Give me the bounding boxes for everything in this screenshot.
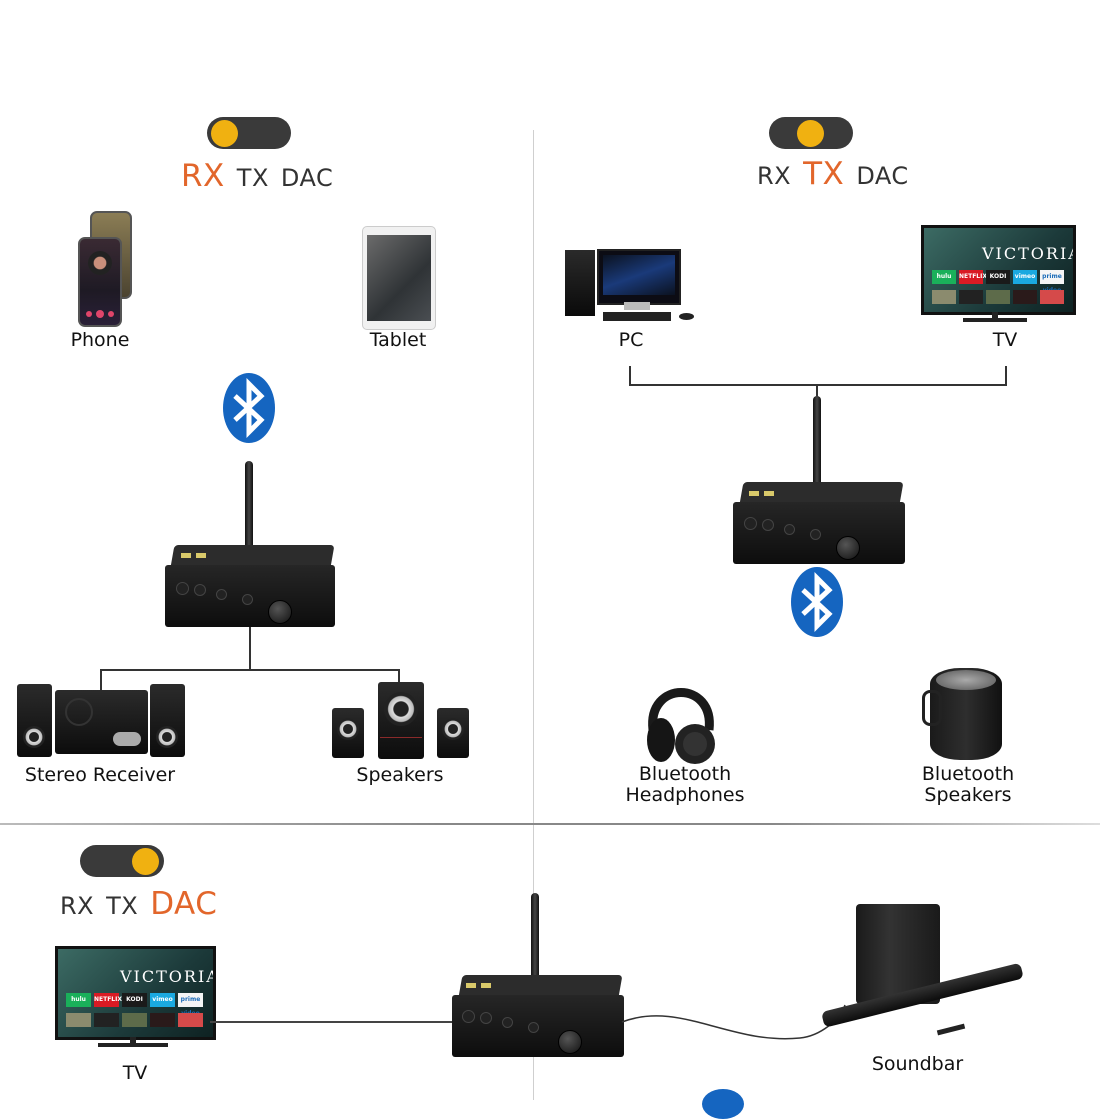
tablet-icon	[362, 226, 436, 330]
bluetooth-icon	[702, 1089, 744, 1119]
label-line: Bluetooth	[921, 763, 1015, 785]
connector-line	[249, 627, 251, 671]
connector-line	[100, 669, 400, 671]
panel-divider-horizontal	[0, 823, 1100, 825]
toggle-knob	[211, 120, 238, 147]
connector-line	[398, 669, 400, 683]
app-tile: vimeo	[150, 993, 175, 1007]
mode-label-rx-active: RX	[181, 158, 225, 194]
tv-title: VICTORIA	[120, 967, 216, 986]
app-tile: vimeo	[1013, 270, 1037, 284]
source-label-tv: TV	[992, 329, 1018, 351]
app-tile: prime video	[1040, 270, 1064, 294]
source-label-phone: Phone	[70, 329, 130, 351]
tv-title: VICTORIA	[982, 244, 1076, 263]
source-label-tablet: Tablet	[369, 329, 427, 351]
mode-labels-tx: RX TX DAC	[757, 156, 921, 192]
mode-toggle-rx[interactable]	[207, 117, 291, 149]
app-tile: hulu	[932, 270, 956, 284]
cable	[621, 1004, 846, 1040]
connector-line	[100, 669, 102, 691]
output-label-stereo-receiver: Stereo Receiver	[24, 764, 176, 786]
app-tile: NETFLIX	[959, 270, 987, 284]
mode-label-dac: DAC	[280, 164, 334, 192]
mode-label-dac-active: DAC	[150, 886, 218, 922]
connector-line	[629, 384, 1007, 386]
mode-label-tx: TX	[236, 164, 269, 192]
panel-divider-vertical	[533, 130, 534, 1100]
antenna	[245, 461, 253, 561]
mode-labels-rx: RX TX DAC	[181, 158, 345, 194]
bluetooth-icon	[791, 567, 843, 637]
app-tile: NETFLIX	[94, 993, 122, 1007]
mode-label-rx: RX	[60, 892, 95, 920]
connector-line	[629, 366, 631, 386]
mode-labels-dac: RX TX DAC	[60, 886, 229, 922]
app-tile: KODI	[122, 993, 147, 1007]
label-line: Headphones	[625, 784, 745, 806]
connector-line	[1005, 366, 1007, 386]
mode-label-rx: RX	[757, 162, 792, 190]
headphones-icon	[647, 688, 715, 764]
toggle-knob	[797, 120, 824, 147]
toggle-knob	[132, 848, 159, 875]
app-tile: KODI	[986, 270, 1010, 284]
bluetooth-icon	[223, 373, 275, 443]
label-line: Bluetooth	[638, 763, 732, 785]
connector-line	[816, 384, 818, 398]
mode-toggle-dac[interactable]	[80, 845, 164, 877]
antenna	[531, 893, 539, 993]
mode-label-tx: TX	[106, 892, 139, 920]
mode-toggle-tx[interactable]	[769, 117, 853, 149]
label-line: Speakers	[924, 784, 1012, 806]
source-label-tv: TV	[122, 1062, 148, 1084]
app-tile: prime video	[178, 993, 203, 1017]
mode-label-tx-active: TX	[803, 156, 845, 192]
output-label-speakers: Speakers	[356, 764, 444, 786]
cable	[210, 1021, 453, 1023]
output-label-soundbar: Soundbar	[871, 1053, 964, 1075]
output-label-bluetooth-speakers: Bluetooth Speakers	[900, 764, 1036, 806]
source-label-pc: PC	[618, 329, 644, 351]
output-label-bluetooth-headphones: Bluetooth Headphones	[615, 764, 755, 806]
app-tile: hulu	[66, 993, 91, 1007]
antenna	[813, 396, 821, 496]
mode-label-dac: DAC	[856, 162, 909, 190]
